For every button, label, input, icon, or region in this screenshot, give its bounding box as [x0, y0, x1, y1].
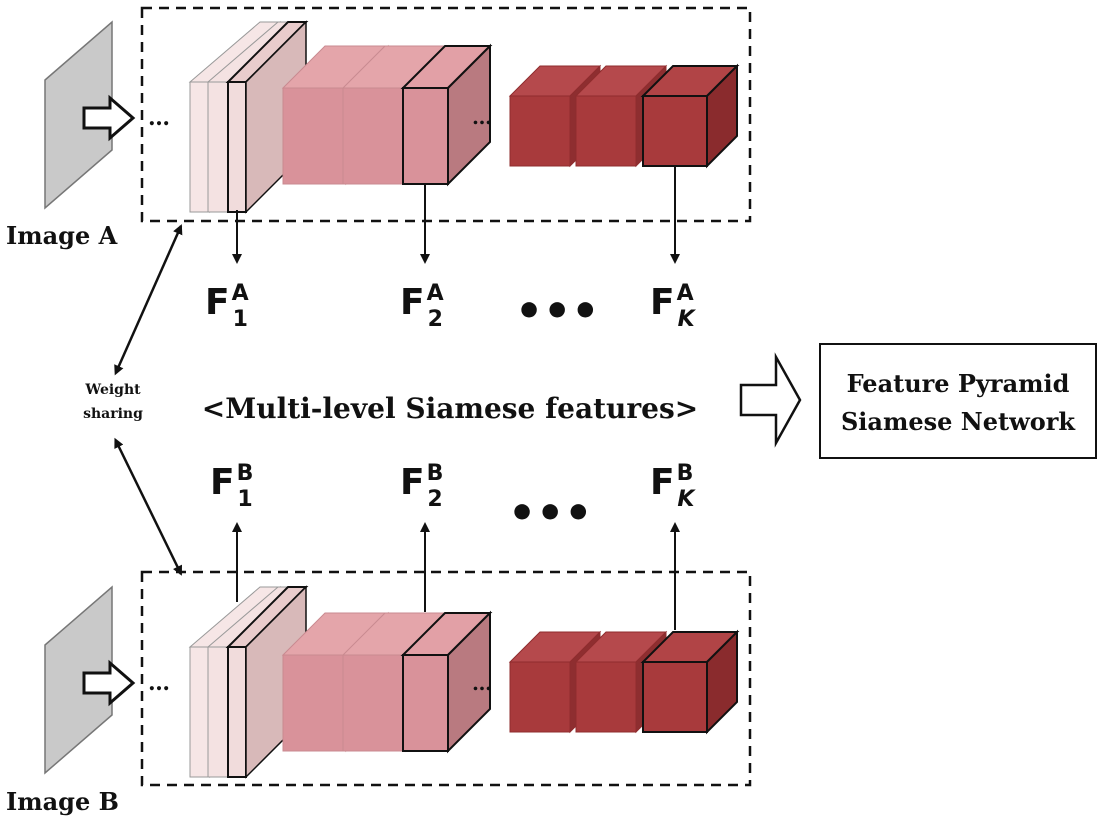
mid-dots-b: …	[472, 671, 492, 695]
ellipsis-a: •••	[515, 286, 599, 337]
dark-blocks-a	[508, 63, 740, 169]
output-arrow	[739, 352, 802, 448]
dark-blocks-b	[508, 629, 740, 735]
output-box-frame	[819, 343, 1097, 459]
early-slabs-a	[188, 20, 309, 214]
output-box: Feature Pyramid Siamese Network	[819, 343, 1097, 459]
weight-sharing: Weight sharing	[83, 224, 183, 576]
pink-blocks-a	[281, 43, 493, 187]
image-a-input-arrow	[82, 94, 136, 142]
mid-dots-a: …	[472, 105, 492, 129]
ellipsis-b: •••	[508, 488, 592, 539]
image-b-sheet	[44, 585, 113, 775]
branch-b: … …	[6, 522, 752, 816]
weight-sharing-arrow-top	[114, 224, 183, 376]
image-b-label: Image B	[6, 787, 119, 816]
image-b-leading-dots: …	[148, 670, 170, 696]
image-a-leading-dots: …	[148, 105, 170, 131]
branch-a: … …	[6, 6, 752, 264]
image-b-input-arrow	[82, 659, 136, 707]
output-box-line2: Siamese Network	[841, 407, 1076, 436]
output-box-line1: Feature Pyramid	[847, 369, 1070, 398]
encoder-box-b	[140, 570, 752, 787]
image-a-sheet	[44, 20, 113, 210]
pink-blocks-b	[281, 610, 493, 754]
weight-sharing-label-2: sharing	[83, 406, 143, 422]
weight-sharing-label-1: Weight	[84, 382, 141, 398]
encoder-box-a	[140, 6, 752, 223]
multi-level-label: <Multi-level Siamese features>	[202, 392, 698, 425]
image-a-label: Image A	[6, 221, 118, 250]
weight-sharing-arrow-bottom	[114, 437, 183, 576]
